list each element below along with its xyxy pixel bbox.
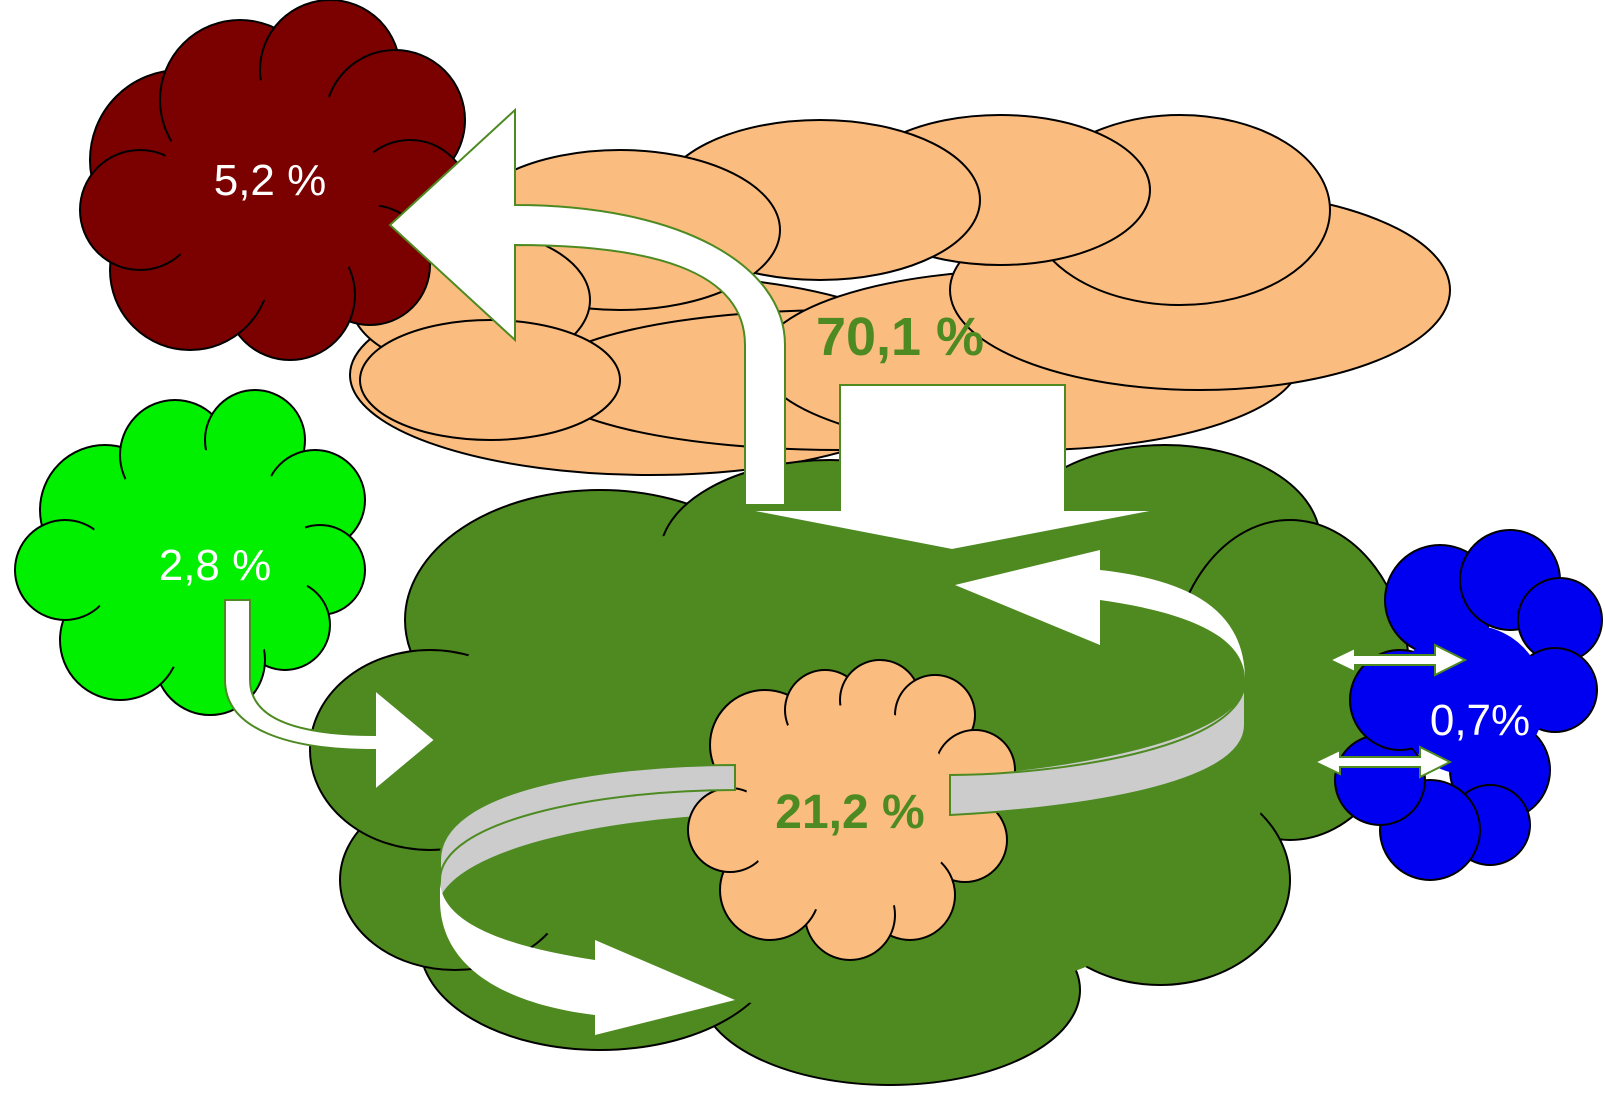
- light-green-cloud-shape: [14, 389, 366, 716]
- blue-cloud: [1334, 529, 1603, 881]
- dark-red-cloud-shape: [79, 0, 471, 361]
- dark-red-cloud-label: 5,2 %: [214, 156, 327, 205]
- double-arrow-lower: [1312, 745, 1453, 779]
- dark-green-cloud: [309, 444, 1411, 1086]
- arrow-loop-bottom: [440, 880, 735, 1035]
- arrow-loop-top: [955, 550, 1245, 680]
- dark-green-cloud-shape: [309, 444, 1411, 1086]
- loop-band-front: [439, 679, 1246, 881]
- orange-top-cloud-label: 70,1 %: [816, 307, 984, 367]
- arrow-down-to-green: [744, 384, 1161, 552]
- orange-center-cloud-shape: [687, 659, 1016, 961]
- blue-cloud-shape: [1334, 529, 1603, 881]
- dark-red-cloud: [79, 0, 471, 361]
- light-green-cloud-label: 2,8 %: [159, 541, 272, 590]
- blue-cloud-label: 0,7%: [1430, 696, 1530, 745]
- orange-center-cloud: [687, 659, 1016, 961]
- orange-center-cloud-label: 21,2 %: [775, 786, 924, 839]
- arrow-to-dark-red: [388, 107, 786, 506]
- light-green-cloud: [14, 389, 366, 716]
- double-arrow-upper: [1327, 643, 1468, 677]
- arrow-from-light-green: [224, 599, 437, 793]
